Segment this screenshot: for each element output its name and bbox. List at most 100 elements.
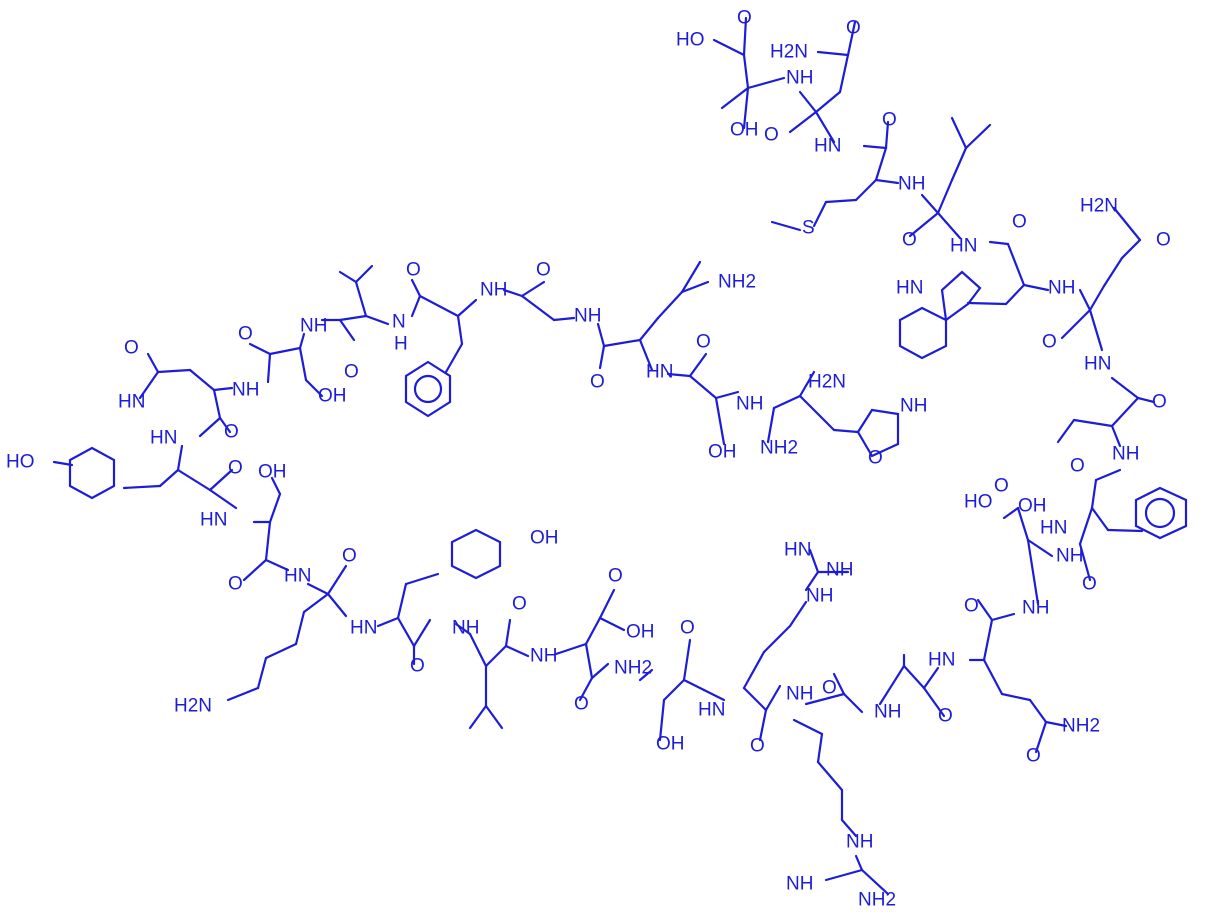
- carbonyl-o-label: O: [737, 8, 752, 29]
- carbonyl-o-label: O: [822, 678, 837, 699]
- imidazole-n-label: O: [868, 448, 883, 469]
- carbonyl-o-label: O: [512, 594, 527, 615]
- phenol-oh-label: OH: [530, 528, 559, 549]
- hydroxyl-label: OH: [318, 386, 347, 407]
- indole-nh-label: HN: [896, 278, 923, 299]
- guanidine-imine-label: HN: [784, 540, 811, 561]
- tyrosine-ring-1: [68, 446, 116, 500]
- phenyl-ring-1: [404, 360, 452, 418]
- amide-nh-label: NH: [574, 306, 601, 327]
- carboxyl-oh-label: OH: [626, 622, 655, 643]
- carbonyl-o-label: O: [124, 338, 139, 359]
- amine-label: H2N: [808, 372, 846, 393]
- carbonyl-o-label: O: [1152, 392, 1167, 413]
- indole-benzene-ring: [898, 306, 948, 360]
- carbonyl-o-label: O: [1070, 456, 1085, 477]
- indole-pyrrole-ring: [940, 270, 982, 322]
- hydroxyl-label: OH: [708, 442, 737, 463]
- amide-nh-label: NH: [232, 380, 259, 401]
- carbonyl-o-label: O: [994, 476, 1009, 497]
- amide-nh-label: HN: [200, 510, 227, 531]
- hydrogen-label: H: [394, 334, 408, 355]
- carbonyl-o-label: O: [902, 230, 917, 251]
- amide-nh-label: NH: [452, 618, 479, 639]
- amide-nh-label: NH: [530, 646, 557, 667]
- carbonyl-o-label: O: [228, 458, 243, 479]
- amide-nh-label: NH: [1112, 444, 1139, 465]
- amide-nh-label: HN: [284, 566, 311, 587]
- carbonyl-o-label: O: [680, 618, 695, 639]
- amide-nh-label: NH: [480, 280, 507, 301]
- carbonyl-o-label: O: [608, 566, 623, 587]
- bond-skeleton: [52, 16, 1156, 896]
- carbonyl-o-label: O: [1026, 746, 1041, 767]
- amide-nh-label: NH: [898, 174, 925, 195]
- carbonyl-o-label: O: [750, 736, 765, 757]
- amide-nh-label: NH: [786, 68, 813, 89]
- carbonyl-o-label: O: [696, 332, 711, 353]
- amide-nh-label: HN: [646, 362, 673, 383]
- amide-nh-label: NH: [1022, 598, 1049, 619]
- carbonyl-o-label: O: [938, 706, 953, 727]
- carboxyl-oh-label: OH: [1018, 496, 1047, 517]
- amide-nh2-label: NH2: [1062, 716, 1100, 737]
- carbonyl-o-label: O: [574, 694, 589, 715]
- lysine-amine-label: H2N: [174, 696, 212, 717]
- amide-nh-label: HN: [150, 428, 177, 449]
- imidazole-ring: [856, 408, 900, 458]
- amine-label: H2N: [770, 42, 808, 63]
- atom-labels: HO NH H2N O O O OH HN O NH S O HN O H2N …: [6, 8, 1171, 911]
- carbonyl-o-label: O: [344, 362, 359, 383]
- carbonyl-o-label: O: [882, 110, 897, 131]
- guanidine-nh2-label: NH: [826, 560, 853, 581]
- carbonyl-o-label: O: [590, 372, 605, 393]
- hydroxyl-label: OH: [730, 120, 759, 141]
- carbonyl-o-label: O: [410, 656, 425, 677]
- guanidine-nh-label: NH: [806, 586, 833, 607]
- carbonyl-o-label: O: [1082, 574, 1097, 595]
- sulfur-label: S: [802, 218, 815, 239]
- guanidine-nh-label: NH: [846, 832, 873, 853]
- amine-label: H2N: [1080, 196, 1118, 217]
- amide-nh-label: HN: [814, 136, 841, 157]
- hydroxyl-label: HO: [676, 30, 705, 51]
- phenol-oh-label: HO: [6, 452, 35, 473]
- carbonyl-o-label: O: [1042, 332, 1057, 353]
- amide-nh-label: HN: [928, 650, 955, 671]
- amide-nh-label: NH: [736, 394, 763, 415]
- amide-nh-label: HN: [698, 700, 725, 721]
- carbonyl-o-label: O: [224, 422, 239, 443]
- aromatic-rings: [68, 270, 1188, 580]
- amide-nh-label: NH2: [614, 658, 652, 679]
- amide-nh-label: HN: [1084, 354, 1111, 375]
- phenyl-ring-2: [1134, 486, 1188, 540]
- amide-nh-label: NH: [300, 316, 327, 337]
- nitrogen-label: N: [392, 312, 406, 333]
- amide-nh-label: NH: [1056, 546, 1083, 567]
- carbonyl-o-label: O: [846, 18, 861, 39]
- carbonyl-o-label: O: [536, 260, 551, 281]
- amide-nh2-label: NH2: [718, 272, 756, 293]
- carbonyl-o-label: NH2: [760, 438, 798, 459]
- guanidine-imine-label: NH: [786, 874, 813, 895]
- carbonyl-o-label: O: [238, 324, 253, 345]
- hydroxyl-label: OH: [656, 734, 685, 755]
- carbonyl-o-label: O: [1012, 212, 1027, 233]
- hydroxyl-label: OH: [258, 462, 287, 483]
- carbonyl-o-label: O: [228, 574, 243, 595]
- carbonyl-o-label: O: [342, 546, 357, 567]
- carbonyl-o-label: O: [406, 260, 421, 281]
- tyrosine-ring-2: [450, 528, 502, 580]
- amide-nh-label: NH: [874, 702, 901, 723]
- amide-nh-label: HN: [950, 236, 977, 257]
- imidazole-nh-label: NH: [900, 396, 927, 417]
- carbonyl-o-label: O: [1156, 230, 1171, 251]
- amide-nh-label: HN: [1040, 518, 1067, 539]
- guanidine-nh2-label: NH2: [858, 890, 896, 911]
- carbonyl-o-label: O: [964, 596, 979, 617]
- amide-nh-label: NH: [786, 684, 813, 705]
- carboxyl-label: HO: [964, 492, 993, 513]
- carboxyl-label: HN: [118, 392, 145, 413]
